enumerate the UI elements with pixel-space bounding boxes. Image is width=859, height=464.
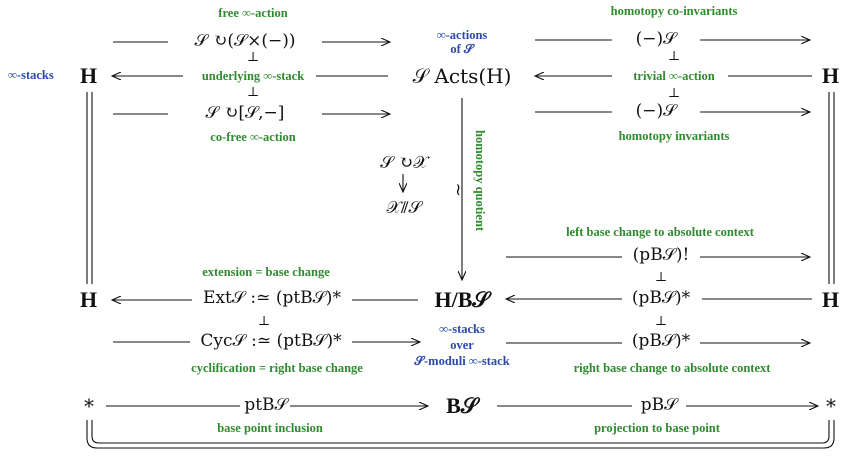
label-p-lower-star: (pB𝒮)* (631, 331, 691, 351)
perp-1: ⊥ (246, 50, 260, 65)
perp-2: ⊥ (246, 85, 260, 100)
label-pt-bs: ptB𝒮 (244, 395, 288, 415)
perp-5: ⊥ (654, 270, 668, 285)
label-left-base-change: left base change to absolute context (566, 225, 754, 239)
label-underlying: underlying ∞-stack (201, 69, 305, 83)
label-p-shriek: (pB𝒮)! (632, 245, 690, 265)
node-h-right-mid: H (822, 287, 840, 312)
label-action-map-bottom: 𝒳⫽𝒮 (386, 198, 422, 218)
node-h-left-top: H (80, 63, 98, 88)
label-p-bs: pB𝒮 (640, 395, 678, 415)
label-ext: Ext𝒮 :≃ (ptB𝒮)* (203, 288, 341, 308)
perp-6: ⊥ (654, 314, 668, 329)
label-actions-of-s-2: of 𝒮 (450, 42, 474, 56)
label-cofree-title: co-free ∞-action (210, 130, 296, 144)
label-coinv: (−)𝒮 (635, 29, 677, 49)
node-h-left-mid: H (80, 287, 98, 312)
node-h-right-top: H (822, 63, 840, 88)
label-base-point-inclusion: base point inclusion (217, 421, 323, 435)
label-free-action-title: free ∞-action (218, 6, 288, 20)
node-h-over-bs: H/B𝒮 (434, 287, 490, 312)
label-action-map-top: 𝒮 ↻𝒳 (380, 153, 428, 173)
label-actions-of-s-1: ∞-actions (436, 28, 488, 42)
label-stacks-over-1: ∞-stacks (439, 322, 485, 336)
label-trivial-action: trivial ∞-action (633, 69, 715, 83)
label-cyclification: cyclification = right base change (191, 361, 363, 375)
label-free-action: 𝒮 ↻(𝒮×(−)) (194, 31, 296, 51)
label-right-base-change: right base change to absolute context (573, 361, 771, 375)
label-homotopy-coinv: homotopy co-invariants (610, 4, 738, 18)
label-projection-to-base-point: projection to base point (594, 421, 720, 435)
perp-7: ⊥ (257, 314, 271, 329)
node-acts: 𝒮 Acts(H) (412, 64, 512, 88)
label-homotopy-inv: homotopy invariants (618, 129, 730, 143)
label-stacks-over-2: over (450, 338, 474, 352)
label-extension: extension = base change (202, 265, 330, 279)
label-inv: (−)𝒮 (635, 101, 677, 121)
perp-3: ⊥ (667, 49, 681, 64)
label-p-star: (pB𝒮)* (631, 288, 691, 308)
node-star-left: * (84, 394, 94, 418)
label-homotopy-quotient: homotopy quotient (473, 130, 487, 232)
label-cofree-action: 𝒮 ↻[𝒮,−] (205, 103, 285, 123)
node-star-right: * (826, 394, 836, 418)
node-bs: B𝒮 (446, 393, 478, 418)
perp-4: ⊥ (667, 86, 681, 101)
label-stacks: ∞-stacks (8, 68, 54, 82)
label-stacks-over-3: 𝒮-moduli ∞-stack (414, 354, 510, 368)
label-cyc: Cyc𝒮 :≃ (ptB𝒮)* (200, 331, 342, 351)
label-tilde: ≀ (455, 180, 462, 200)
